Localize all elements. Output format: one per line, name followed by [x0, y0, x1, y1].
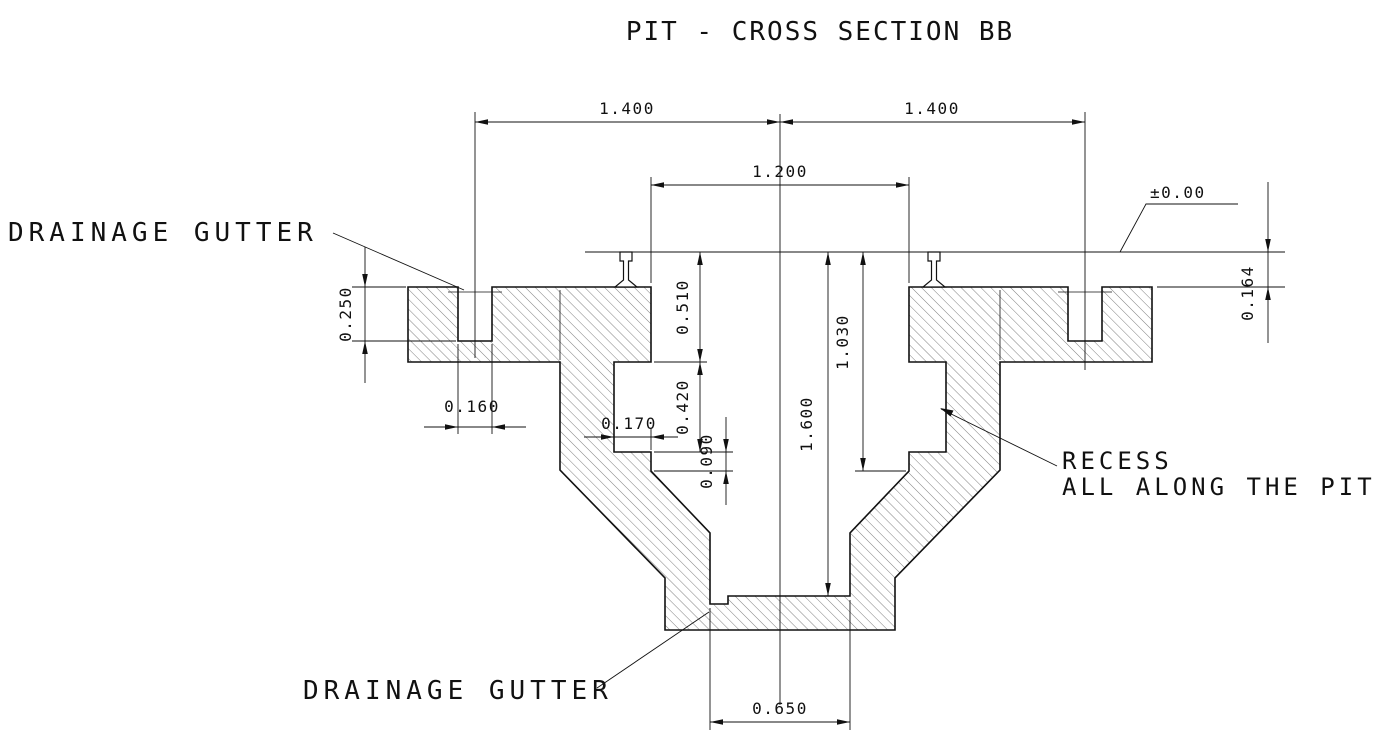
drainage-gutter-label-bottom: DRAINAGE GUTTER: [303, 676, 613, 706]
dim-arrow: [723, 439, 729, 452]
dim-value: 1.400: [904, 99, 960, 118]
annotations: DRAINAGE GUTTER DRAINAGE GUTTER RECESS A…: [8, 218, 1376, 706]
leader-arrow: [940, 408, 954, 417]
dim-value: 1.400: [599, 99, 655, 118]
dim-rail-height: 0.164: [1238, 182, 1271, 343]
dim-value: 0.510: [673, 279, 692, 335]
recess-label-line1: RECESS: [1062, 447, 1173, 475]
dimensions: 1.400 1.400 1.200 ±0.00 0.164: [336, 99, 1271, 725]
dim-arrow: [860, 458, 866, 471]
dim-value: 0.160: [444, 397, 500, 416]
dim-arrow: [492, 424, 505, 430]
level-marker: ±0.00: [1119, 183, 1238, 253]
dim-pit-opening-width: 1.200: [651, 162, 909, 188]
dim-rail-to-center-right: 1.400: [780, 99, 1085, 125]
dim-value: 0.090: [697, 433, 716, 489]
dim-arrow: [825, 252, 831, 265]
dim-arrow: [780, 119, 793, 125]
dim-recess-height: 0.420: [673, 362, 703, 452]
dim-step-height: 0.090: [697, 417, 729, 505]
drainage-gutter-label-top: DRAINAGE GUTTER: [8, 218, 318, 248]
leader-drainage-gutter-bottom: [596, 611, 710, 689]
dim-arrow: [697, 439, 703, 452]
dim-arrow: [767, 119, 780, 125]
level-marker-flag: [1119, 203, 1238, 253]
dim-arrow: [697, 252, 703, 265]
dim-arrow: [475, 119, 488, 125]
dim-upper-wall-depth: 0.510: [673, 252, 703, 362]
dim-trench-width: 0.650: [710, 699, 850, 725]
dim-value: 0.164: [1238, 265, 1257, 321]
dim-arrow: [1265, 239, 1271, 252]
dim-value: 0.250: [336, 286, 355, 342]
drawing-title: PIT - CROSS SECTION BB: [626, 17, 1014, 47]
concrete-section: [407, 286, 1153, 631]
dim-arrow: [362, 341, 368, 354]
dim-arrow: [445, 424, 458, 430]
leader-recess: [940, 408, 1058, 467]
recess-label-line2: ALL ALONG THE PIT: [1062, 473, 1376, 501]
dim-rail-to-center-left: 1.400: [475, 99, 780, 125]
dim-value: 0.650: [752, 699, 808, 718]
dim-depth-to-step: 1.030: [833, 252, 866, 471]
dim-arrow: [601, 434, 614, 440]
dim-arrow: [362, 274, 368, 287]
leader-drainage-gutter-top: [332, 232, 465, 291]
dim-arrow: [651, 434, 664, 440]
dim-arrow: [723, 471, 729, 484]
dim-arrow: [697, 349, 703, 362]
rail-right: [921, 251, 947, 288]
dim-value: 0.170: [601, 414, 657, 433]
dim-arrow: [896, 182, 909, 188]
dim-value: 1.200: [752, 162, 808, 181]
dim-recess-offset: 0.170: [584, 414, 678, 440]
dim-value: 1.030: [833, 314, 852, 370]
dim-gutter-width: 0.160: [424, 397, 526, 430]
dim-arrow: [860, 252, 866, 265]
dim-arrow: [825, 583, 831, 596]
dim-arrow: [1072, 119, 1085, 125]
dim-pit-depth: 1.600: [797, 252, 831, 596]
dim-arrow: [710, 719, 723, 725]
reference-lines: [352, 112, 1285, 730]
dim-arrow: [651, 182, 664, 188]
dim-gutter-depth: 0.250: [336, 247, 368, 383]
dim-arrow: [837, 719, 850, 725]
dim-arrow: [697, 362, 703, 375]
dim-value: 1.600: [797, 396, 816, 452]
dim-value: 0.420: [673, 379, 692, 435]
dim-arrow: [1265, 287, 1271, 300]
level-marker-value: ±0.00: [1150, 183, 1206, 202]
rail-left: [613, 251, 639, 288]
